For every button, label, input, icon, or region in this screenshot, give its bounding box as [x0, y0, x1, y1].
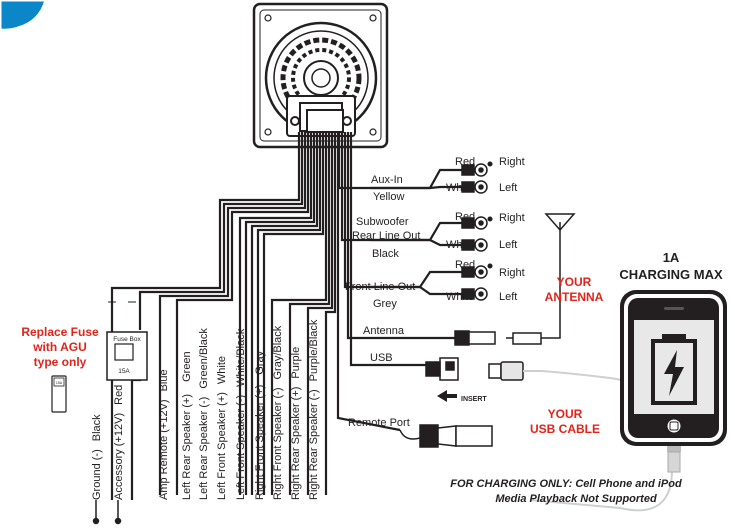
wire-label-right-front-neg: Right Front Speaker (-)Gray/Black — [272, 325, 284, 500]
charging-line-2: CHARGING MAX — [619, 267, 723, 282]
replace-fuse-line-1: Replace Fuse — [21, 325, 99, 339]
charging-note-line-2: Media Playback Not Supported — [495, 493, 657, 505]
aux-right-label: Right — [499, 156, 525, 168]
wire-label-right-rear-pos: Right Rear Speaker (+)Purple — [290, 347, 302, 500]
spare-fuse-icon: 15A — [51, 375, 67, 413]
replace-fuse-line-2: with AGU — [32, 340, 87, 354]
insert-arrow: INSERT — [437, 390, 487, 403]
rca-plug-front-white — [461, 287, 488, 301]
subwoofer-wire-color: Black — [372, 248, 399, 260]
aux-in-label: Aux-In — [371, 174, 403, 186]
phone-icon — [620, 290, 727, 473]
replace-fuse-line-3: type only — [34, 355, 87, 369]
front-white-label: White — [446, 291, 474, 303]
wire-label-ground: Ground (-)Black — [91, 414, 103, 500]
front-red-label: Red — [455, 259, 475, 271]
wire-label-left-front-pos: Left Front Speaker (+)White — [216, 356, 228, 500]
antenna-connector — [454, 240, 561, 346]
sub-red-label: Red — [455, 211, 475, 223]
insert-label: INSERT — [461, 396, 487, 403]
charging-line-1: 1A — [663, 250, 680, 265]
wire-label-right-rear-neg: Right Rear Speaker (-)Purple/Black — [308, 319, 320, 500]
sub-white-label: White — [446, 239, 474, 251]
rca-plug-aux-white — [461, 180, 488, 194]
your-antenna-line-2: ANTENNA — [545, 290, 604, 304]
front-right-label: Right — [499, 267, 525, 279]
wire-label-left-front-neg: Left Front Speaker (-)White/Black — [235, 328, 247, 500]
aux-left-label: Left — [499, 182, 517, 194]
your-antenna-line-1: YOUR — [557, 275, 592, 289]
subwoofer-label-2: Rear Line Out — [352, 230, 420, 242]
front-line-out-wire-color: Grey — [373, 298, 397, 310]
aux-red-label: Red — [455, 156, 475, 168]
rca-plug-sub-white — [461, 238, 488, 252]
wire-label-amp-remote: Amp Remote (+12V)Blue — [158, 369, 170, 500]
wire-label-left-rear-pos: Left Rear Speaker (+)Green — [181, 351, 193, 500]
charging-note-line-1: FOR CHARGING ONLY: Cell Phone and iPod — [450, 478, 682, 490]
subwoofer-label-1: Subwoofer — [356, 216, 409, 228]
aux-in-wire-color: Yellow — [373, 191, 404, 203]
sub-right-label: Right — [499, 212, 525, 224]
your-usb-line-1: YOUR — [548, 407, 583, 421]
front-left-label: Left — [499, 291, 517, 303]
wire-connector-block — [306, 109, 344, 133]
usb-label: USB — [370, 352, 393, 364]
front-line-out-label: Front Line Out — [345, 281, 415, 293]
your-usb-line-2: USB CABLE — [530, 422, 600, 436]
sub-left-label: Left — [499, 239, 517, 251]
rca-plugs — [461, 161, 493, 301]
antenna-icon — [544, 213, 576, 240]
rca-plug-aux-red — [461, 163, 488, 177]
wire-label-left-rear-neg: Left Rear Speaker (-)Green/Black — [198, 328, 210, 500]
wire-labels: Ground (-)Black Accessory (+12V)Red Amp … — [91, 319, 320, 500]
fuse-box: Fuse Box 15A — [106, 331, 148, 381]
remote-port-label: Remote Port — [348, 417, 410, 429]
rca-plug-front-red — [461, 265, 488, 279]
rca-plug-sub-red — [461, 216, 488, 230]
remote-port-connector — [399, 424, 493, 448]
wire-label-right-front-pos: Right Front Speaker (+)Gray — [254, 350, 266, 500]
ring-terminals — [92, 500, 122, 525]
harness-wires — [110, 132, 462, 500]
corner-badge — [0, 0, 48, 32]
fuse-box-rating: 15A — [118, 368, 130, 375]
wire-label-accessory: Accessory (+12V)Red — [113, 385, 125, 500]
antenna-label: Antenna — [363, 325, 405, 337]
fuse-box-label: Fuse Box — [113, 336, 141, 343]
aux-white-label: White — [446, 182, 474, 194]
svg-text:15A: 15A — [56, 381, 63, 385]
replace-fuse-callout: Replace Fuse with AGU type only — [21, 325, 99, 369]
